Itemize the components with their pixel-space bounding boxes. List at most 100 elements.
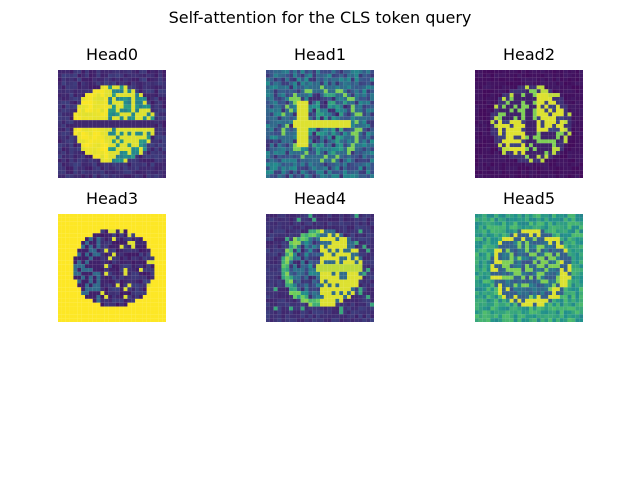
heatmap-cell (96, 120, 101, 125)
heatmap-cell (115, 314, 120, 319)
heatmap-cell (112, 264, 116, 269)
heatmap-cell (81, 158, 86, 163)
heatmap-cell (478, 252, 483, 257)
heatmap-cell (85, 154, 89, 159)
heatmap-cell (358, 162, 363, 167)
heatmap-cell (316, 310, 321, 315)
heatmap-cell (509, 104, 514, 109)
heatmap-cell (112, 154, 116, 159)
heatmap-cell (73, 298, 78, 303)
heatmap-cell (135, 85, 140, 90)
heatmap-cell (366, 166, 371, 171)
heatmap-cell (556, 306, 560, 311)
heatmap-cell (158, 85, 163, 90)
heatmap-cell (347, 318, 351, 322)
heatmap-cell (154, 70, 159, 74)
heatmap-cell (366, 108, 371, 113)
heatmap-cell (266, 143, 270, 148)
heatmap-cell (146, 237, 151, 242)
heatmap-cell (370, 151, 374, 155)
heatmap-cell (358, 252, 363, 257)
heatmap-cell (293, 162, 297, 167)
heatmap-cell (150, 162, 155, 167)
heatmap-cell (88, 310, 93, 315)
heatmap-cell (517, 225, 522, 230)
heatmap-cell (123, 166, 128, 171)
heatmap-cell (281, 283, 286, 288)
heatmap-cell (127, 233, 132, 238)
heatmap-cell (509, 89, 514, 94)
heatmap-cell (505, 170, 510, 175)
heatmap-cell (548, 81, 553, 86)
heatmap-cell (146, 104, 151, 109)
heatmap-cell (96, 295, 101, 299)
heatmap-cell (320, 81, 324, 86)
heatmap-cell (281, 166, 286, 171)
heatmap-cell (482, 302, 487, 307)
heatmap-cell (486, 279, 491, 284)
heatmap-cell (85, 283, 89, 288)
heatmap-panel-head4: Head4 (266, 189, 374, 322)
heatmap-cell (58, 70, 62, 74)
heatmap-cell (343, 225, 348, 230)
heatmap-cell (525, 241, 530, 245)
heatmap-cell (323, 120, 328, 125)
heatmap-cell (366, 260, 371, 265)
heatmap-cell (366, 310, 371, 315)
heatmap-cell (296, 310, 301, 315)
heatmap-cell (579, 310, 583, 315)
heatmap-cell (312, 287, 317, 292)
heatmap-cell (529, 214, 533, 218)
heatmap-cell (162, 225, 166, 230)
heatmap-cell (273, 314, 278, 319)
heatmap-cell (127, 81, 132, 86)
heatmap-cell (559, 283, 564, 288)
heatmap-cell (139, 237, 143, 242)
heatmap-cell (540, 241, 545, 245)
heatmap-cell (521, 116, 526, 121)
heatmap-cell (154, 264, 159, 269)
heatmap-cell (135, 154, 140, 159)
heatmap-cell (112, 260, 116, 265)
heatmap-cell (498, 291, 503, 296)
heatmap-cell (73, 283, 78, 288)
heatmap-cell (494, 108, 499, 113)
heatmap-cell (486, 120, 491, 125)
heatmap-cell (331, 73, 336, 78)
heatmap-cell (482, 229, 487, 234)
heatmap-cell (343, 81, 348, 86)
heatmap-cell (536, 151, 541, 155)
heatmap-cell (354, 295, 359, 299)
heatmap-cell (108, 318, 113, 322)
heatmap-cell (135, 225, 140, 230)
heatmap-cell (478, 318, 483, 322)
heatmap-cell (127, 147, 132, 152)
heatmap-cell (544, 85, 549, 90)
heatmap-cell (323, 154, 328, 159)
heatmap-cell (502, 162, 506, 167)
heatmap-cell (358, 310, 363, 315)
heatmap-cell (139, 241, 143, 245)
heatmap-cell (513, 124, 518, 128)
heatmap-cell (304, 248, 309, 253)
heatmap-cell (544, 77, 549, 82)
heatmap-cell (96, 302, 101, 307)
heatmap-cell (575, 217, 580, 222)
heatmap-cell (146, 100, 151, 105)
heatmap-cell (563, 237, 568, 242)
heatmap-cell (104, 158, 109, 163)
heatmap-cell (490, 268, 495, 272)
heatmap-cell (544, 310, 549, 315)
heatmap-cell (273, 291, 278, 296)
heatmap-cell (366, 271, 371, 276)
heatmap-cell (127, 131, 132, 136)
heatmap-cell (366, 85, 371, 90)
heatmap-cell (358, 108, 363, 113)
heatmap-cell (575, 225, 580, 230)
heatmap-cell (154, 127, 159, 132)
heatmap-cell (521, 217, 526, 222)
heatmap-cell (269, 127, 274, 132)
heatmap-cell (289, 295, 294, 299)
heatmap-cell (296, 97, 301, 101)
heatmap-cell (532, 154, 537, 159)
